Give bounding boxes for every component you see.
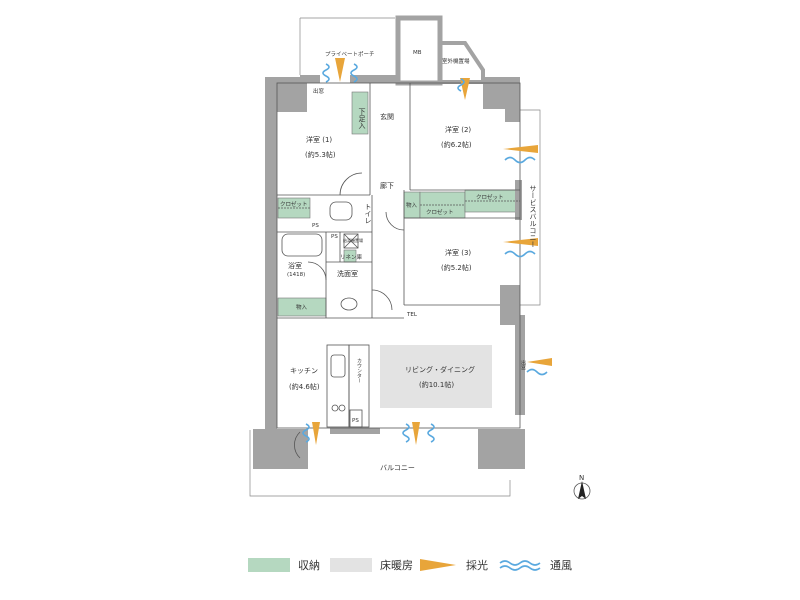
label-kitchen-size: (約4.6帖) — [289, 382, 320, 391]
legend-floor-heating-label: 床暖房 — [380, 559, 413, 572]
label-living-name: リビング・ダイニング — [405, 365, 475, 374]
legend-wind: 通風 — [498, 555, 572, 575]
label-ps-2: PS — [331, 234, 338, 240]
label-closet-2: クロゼット — [426, 208, 454, 216]
label-water-heater: 給湯機置場 — [343, 237, 363, 243]
storage-swatch — [248, 558, 290, 572]
label-private-porch: プライベートポーチ — [325, 51, 375, 58]
label-mb: MB — [413, 50, 422, 56]
label-toilet: トイレ — [364, 203, 372, 224]
legend: 収納 床暖房 採光 通風 — [0, 555, 800, 575]
label-living-size: (約10.1帖) — [419, 380, 454, 389]
label-closet-3: クロゼット — [476, 193, 504, 201]
label-western3-name: 洋室 (3) — [445, 248, 471, 257]
interior-walls — [276, 82, 521, 459]
boundary-lines — [249, 17, 541, 497]
label-bath-size: (1418) — [287, 272, 305, 278]
legend-storage-label: 収納 — [298, 559, 320, 572]
label-hallway: 廊下 — [380, 181, 394, 190]
legend-wind-label: 通風 — [550, 559, 572, 572]
label-western1-size: (約5.3帖) — [305, 150, 336, 159]
light-arrow-icon — [420, 559, 456, 571]
wind-wave-icon — [499, 560, 541, 571]
label-storage-upper: 物入 — [406, 201, 418, 209]
label-counter: カウンター — [356, 358, 362, 383]
label-outdoor-unit: 室外機置場 — [442, 57, 470, 65]
label-balcony: バルコニー — [380, 464, 415, 472]
label-linen: リネン庫 — [340, 253, 363, 261]
legend-light-label: 採光 — [466, 559, 488, 572]
legend-light: 採光 — [418, 555, 488, 575]
legend-floor-heating: 床暖房 — [330, 555, 413, 575]
label-bath-name: 浴室 — [288, 261, 302, 270]
floor-heating-area — [380, 345, 492, 408]
label-western2-size: (約6.2帖) — [441, 140, 472, 149]
label-tel: TEL — [406, 312, 418, 318]
legend-storage: 収納 — [248, 555, 320, 575]
label-storage-lower: 物入 — [296, 303, 308, 311]
north-label: N — [579, 474, 584, 482]
kitchen-fixtures — [326, 344, 370, 428]
label-western1-name: 洋室 (1) — [306, 135, 332, 144]
light-arrows — [312, 58, 552, 445]
label-washroom: 洗面室 — [337, 269, 358, 278]
label-ps-3: PS — [352, 418, 359, 424]
bath-fixtures — [281, 201, 359, 311]
label-ps-1: PS — [312, 223, 319, 229]
floor-heating-swatch — [330, 558, 372, 572]
label-kitchen-name: キッチン — [290, 367, 318, 375]
label-shoebox: 下足入 — [358, 108, 366, 129]
label-western2-name: 洋室 (2) — [445, 125, 471, 134]
label-genkan: 玄関 — [380, 112, 394, 121]
storage-areas — [277, 91, 521, 317]
label-closet-1: クロゼット — [280, 200, 308, 208]
label-service-balcony: サービスバルコニー — [529, 185, 537, 248]
label-western3-size: (約5.2帖) — [441, 263, 472, 272]
label-exit: 出窓 — [313, 87, 325, 95]
north-compass: N — [573, 474, 591, 500]
label-window: 出窓 — [520, 359, 526, 370]
wind-waves — [302, 63, 548, 443]
